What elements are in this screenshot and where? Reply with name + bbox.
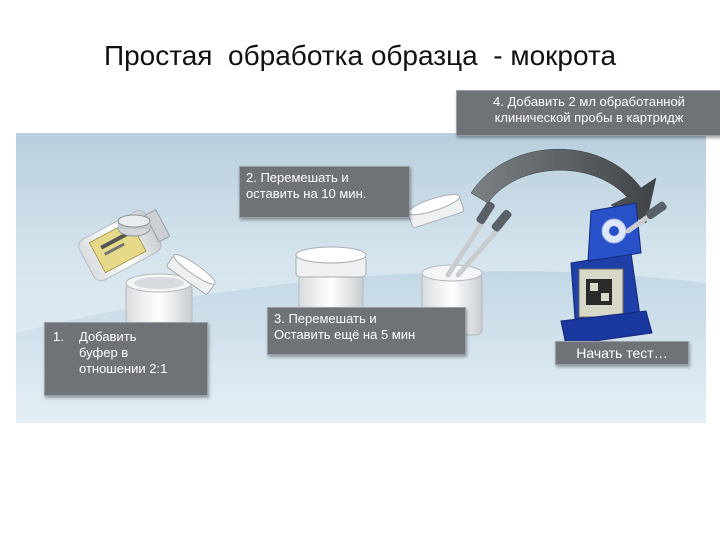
buffer-bottle — [78, 209, 171, 282]
step-2-callout: 2. Перемешать и оставить на 10 мин. — [239, 166, 410, 218]
jar-3-lid — [407, 194, 465, 228]
jar-1-lid — [166, 253, 216, 295]
slide-title: Простая обработка образца - мокрота — [103, 40, 617, 71]
test-cartridge — [560, 201, 667, 346]
bottle-cap — [117, 214, 151, 237]
start-test-button[interactable]: Начать тест… — [555, 341, 689, 365]
step-1-text: Добавить буфер в отношении 2:1 — [79, 329, 168, 376]
step-1-callout: 1. Добавить буфер в отношении 2:1 — [44, 322, 208, 396]
transfer-arrow — [470, 149, 657, 224]
step-1-number: 1. — [53, 329, 64, 344]
pipettes — [445, 201, 512, 278]
step-4-callout: 4. Добавить 2 мл обработанной клиническо… — [456, 90, 720, 136]
step-3-callout: 3. Перемешать и Оставить ещё на 5 мин — [267, 307, 466, 355]
